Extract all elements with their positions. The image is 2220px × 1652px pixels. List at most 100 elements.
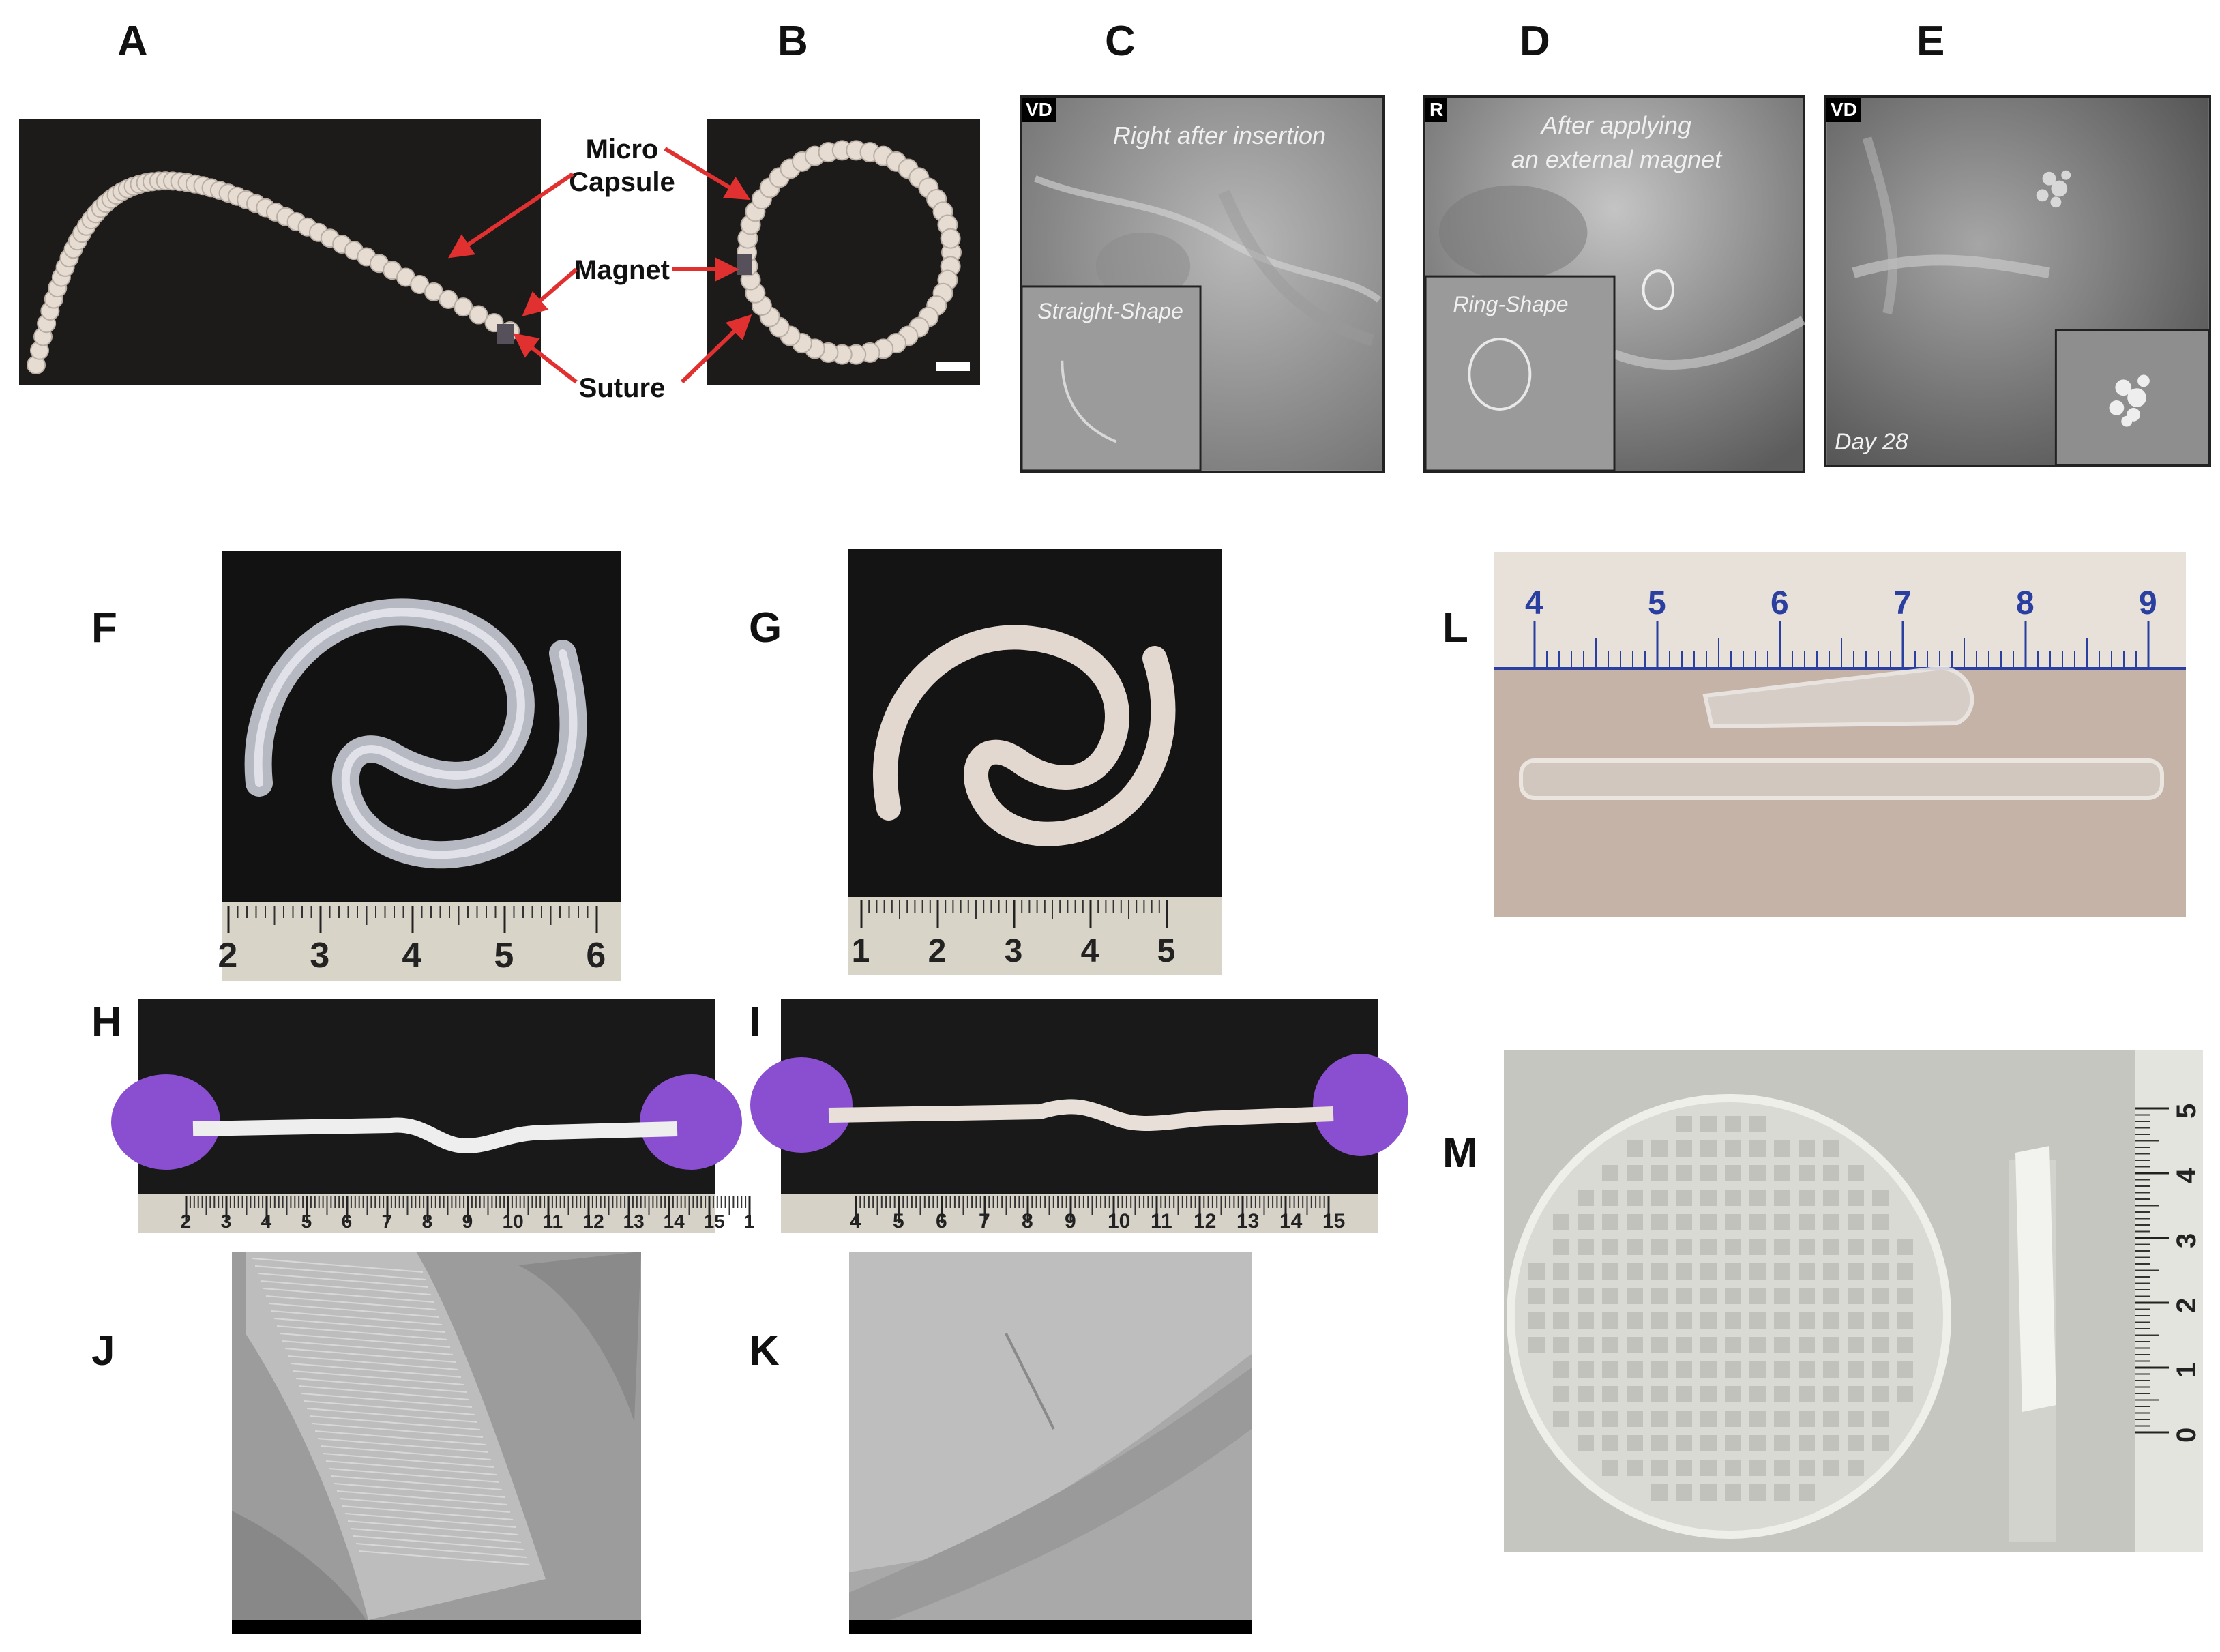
panel-label-i: I [749, 999, 761, 1046]
ruler-tick-label: 5 [1157, 933, 1176, 969]
panel-c-xray: VD Right after insertion Straight-Shape [1020, 95, 1385, 473]
panel-label-d: D [1520, 18, 1550, 65]
ruler-tick-label: 2 [928, 933, 947, 969]
ruler-tick-label: 11 [543, 1211, 563, 1232]
micro-capsule-label-line2: Capsule [569, 167, 675, 197]
caption-d-line2: an external magnet [1511, 145, 1722, 173]
ruler-tick-label: 13 [623, 1211, 645, 1232]
spiral-transparent-image: 2 3 4 5 6 [218, 551, 621, 981]
ruler-tick-label: 11 [1151, 1210, 1172, 1233]
ruler-tick-label: 8 [1022, 1210, 1033, 1233]
ruler-tick-label: 9 [1065, 1210, 1076, 1233]
ruler-tick-label: 4 [261, 1211, 272, 1232]
panel-label-g: G [749, 604, 782, 651]
ruler-tick-label: 12 [583, 1211, 604, 1232]
ruler-tick-label: 10 [1108, 1210, 1130, 1233]
ruler-tick-label: 5 [494, 936, 514, 975]
panel-j-sem [232, 1252, 641, 1634]
ruler-tick-label: 2 [2172, 1298, 2202, 1313]
caption-e: Day 28 [1835, 429, 1908, 455]
ruler-tick-label: 3 [310, 936, 329, 975]
panel-a-photo [19, 119, 541, 385]
ruler-tick-label: 12 [1194, 1210, 1216, 1233]
ruler-tick-label: 8 [422, 1211, 433, 1232]
ruler-tick-label: 0 [2172, 1428, 2202, 1443]
ruler-tick-label: 5 [301, 1211, 312, 1232]
panel-label-m: M [1442, 1130, 1478, 1177]
ruler-tick-label: 4 [402, 936, 421, 975]
ruler-tick-label: 6 [586, 936, 606, 975]
panel-b-photo [707, 119, 980, 385]
ruler-tick-label: 4 [1525, 585, 1543, 621]
xray-image-c [1020, 98, 1382, 472]
transparent-strips-image: 4 5 6 7 8 9 [1494, 552, 2186, 917]
view-tag-e: VD [1826, 98, 1861, 122]
ruler-tick-label: 3 [1005, 933, 1023, 969]
view-tag-d: R [1425, 98, 1448, 122]
panel-e-xray: VD Day 28 [1824, 95, 2211, 467]
ruler-tick-label: 1 [744, 1211, 755, 1232]
panel-label-l: L [1442, 604, 1468, 651]
stretched-strip-h-image: 2 3 4 5 6 7 8 9 10 11 12 13 14 15 1 [111, 999, 754, 1233]
panel-m-photo: 0 1 2 3 4 5 [1504, 1050, 2203, 1552]
ruler-tick-label: 7 [979, 1210, 990, 1233]
ruler-tick-label: 10 [503, 1211, 524, 1232]
ruler-tick-label: 14 [1279, 1210, 1303, 1233]
micro-capsule-label-line1: Micro [585, 134, 659, 164]
panel-d-xray: R After applying an external magnet Ring… [1423, 95, 1806, 473]
micro-capsule-label: Micro Capsule [561, 133, 683, 198]
view-tag-c: VD [1022, 98, 1056, 122]
ruler-tick-label: 3 [221, 1211, 232, 1232]
ruler-tick-label: 9 [462, 1211, 473, 1232]
ruler-tick-label: 5 [893, 1210, 904, 1233]
panel-label-h: H [91, 999, 122, 1046]
panel-f-photo: 2 3 4 5 6 [218, 551, 621, 981]
panel-label-f: F [91, 604, 117, 651]
ruler-tick-label: 14 [664, 1211, 685, 1232]
panel-label-e: E [1916, 18, 1945, 65]
ruler-tick-label: 6 [936, 1210, 947, 1233]
sem-image-k [849, 1252, 1252, 1634]
ruler-tick-label: 4 [2172, 1168, 2202, 1183]
ruler-tick-label: 5 [2172, 1104, 2202, 1119]
ruler-tick-label: 1 [852, 933, 870, 969]
ruler-tick-label: 6 [1771, 585, 1789, 621]
ruler-tick-label: 15 [1322, 1210, 1345, 1233]
grid-disc-and-roll-image: 0 1 2 3 4 5 [1504, 1050, 2203, 1552]
ruler-tick-label: 5 [1648, 585, 1666, 621]
caption-d-line1: After applying [1541, 111, 1692, 139]
ruler-tick-label: 2 [218, 936, 237, 975]
panel-l-photo: 4 5 6 7 8 9 [1494, 552, 2186, 917]
panel-label-k: K [749, 1327, 780, 1374]
xray-image-e [1826, 98, 2210, 467]
ruler-tick-label: 7 [382, 1211, 393, 1232]
panel-label-a: A [117, 18, 148, 65]
bead-chain-ring-image [707, 119, 980, 385]
ruler-tick-label: 1 [2172, 1363, 2202, 1378]
bead-chain-straight-image [19, 119, 541, 385]
xray-image-d [1424, 98, 1806, 472]
panel-label-j: J [91, 1327, 115, 1374]
panel-label-b: B [778, 18, 808, 65]
panel-g-photo: 1 2 3 4 5 [848, 549, 1222, 975]
sem-image-j [232, 1252, 641, 1634]
ruler-tick-label: 2 [181, 1211, 192, 1232]
ruler-tick-label: 6 [342, 1211, 353, 1232]
ruler-tick-label: 15 [704, 1211, 725, 1232]
ruler-tick-label: 8 [2016, 585, 2034, 621]
magnet-label: Magnet [574, 255, 670, 285]
caption-c: Right after insertion [1112, 121, 1327, 149]
ruler-tick-label: 7 [1893, 585, 1912, 621]
inset-label-d: Ring-Shape [1453, 292, 1569, 316]
ruler-tick-label: 4 [1081, 933, 1099, 969]
ruler-tick-label: 9 [2139, 585, 2157, 621]
suture-label: Suture [578, 373, 666, 403]
scale-bar [936, 362, 970, 371]
spiral-opaque-image: 1 2 3 4 5 [848, 549, 1222, 975]
panel-label-c: C [1105, 18, 1136, 65]
ruler-tick-label: 3 [2172, 1233, 2202, 1248]
inset-label-c: Straight-Shape [1037, 299, 1183, 323]
panel-k-sem [849, 1252, 1252, 1634]
